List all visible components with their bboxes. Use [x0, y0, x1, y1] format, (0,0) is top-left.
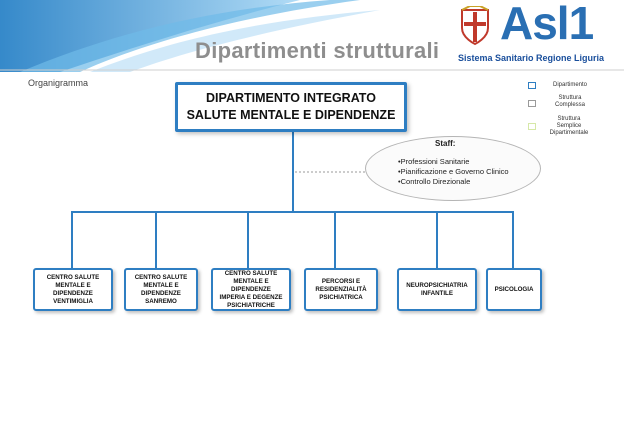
coat-of-arms-icon — [461, 6, 489, 46]
legend-swatch-dipartimento — [528, 82, 536, 89]
legend-label-struttura-semplice: Struttura Semplice Dipartimentale — [549, 116, 589, 136]
staff-item: •Pianificazione e Governo Clinico — [398, 167, 509, 176]
staff-item: •Professioni Sanitarie — [398, 157, 470, 166]
page-title: Dipartimenti strutturali — [195, 38, 440, 63]
department-title-line1: DIPARTIMENTO INTEGRATO — [206, 91, 376, 105]
staff-ellipse — [365, 136, 541, 201]
legend-swatch-struttura-semplice — [528, 123, 536, 130]
department-box: DIPARTIMENTO INTEGRATO SALUTE MENTALE E … — [175, 82, 407, 132]
unit-box-ventimiglia: CENTRO SALUTE MENTALE E DIPENDENZE VENTI… — [33, 268, 113, 311]
unit-box-imperia: CENTRO SALUTE MENTALE E DIPENDENZE IMPER… — [211, 268, 291, 311]
unit-box-percorsi: PERCORSI E RESIDENZIALITÀ PSICHIATRICA — [304, 268, 378, 311]
staff-item: •Controllo Direzionale — [398, 177, 471, 186]
unit-box-neuropsichiatria: NEUROPSICHIATRIA INFANTILE — [397, 268, 477, 311]
legend-label-dipartimento: Dipartimento — [552, 82, 587, 88]
staff-title: Staff: — [435, 139, 456, 148]
header-banner — [0, 0, 624, 72]
legend-label-struttura-complessa: Struttura Complessa — [554, 95, 585, 108]
section-label: Organigramma — [28, 78, 89, 88]
logo: Asl1 — [500, 0, 594, 49]
legend-swatch-struttura-complessa — [528, 100, 536, 107]
department-title-line2: SALUTE MENTALE E DIPENDENZE — [186, 108, 396, 122]
unit-box-psicologia: PSICOLOGIA — [486, 268, 542, 311]
logo-subtitle: Sistema Sanitario Regione Liguria — [458, 53, 605, 63]
unit-box-sanremo: CENTRO SALUTE MENTALE E DIPENDENZE SANRE… — [124, 268, 198, 311]
